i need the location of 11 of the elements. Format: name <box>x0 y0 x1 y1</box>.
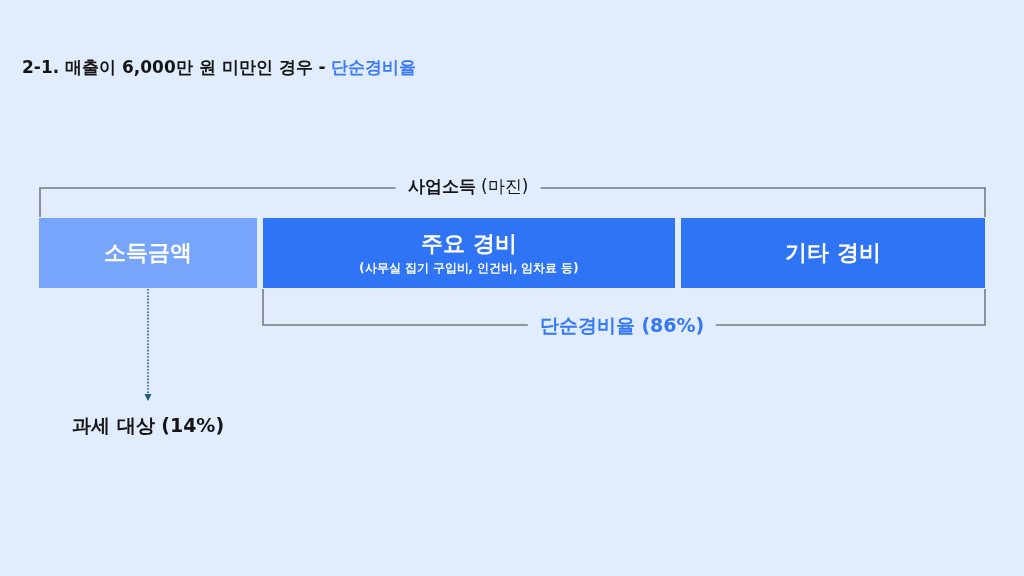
text-label: 과세 대상 (14%) <box>72 413 222 439</box>
bar-segment <box>263 218 675 288</box>
dotted-arrow <box>144 288 152 402</box>
segment-title: 소득금액 <box>104 239 192 267</box>
heading: 2-1. 매출이 6,000만 원 미만인 경우 - 단순경비율 <box>22 56 417 79</box>
bar-segment <box>681 218 985 288</box>
bar-segment-light <box>39 218 257 288</box>
bracket-label: 사업소득 (마진) <box>395 175 541 198</box>
segment-subtitle: (사무실 집기 구입비, 인건비, 임차료 등) <box>359 261 579 277</box>
segment-title: 기타 경비 <box>785 239 881 267</box>
segment-title: 주요 경비 <box>421 229 517 258</box>
